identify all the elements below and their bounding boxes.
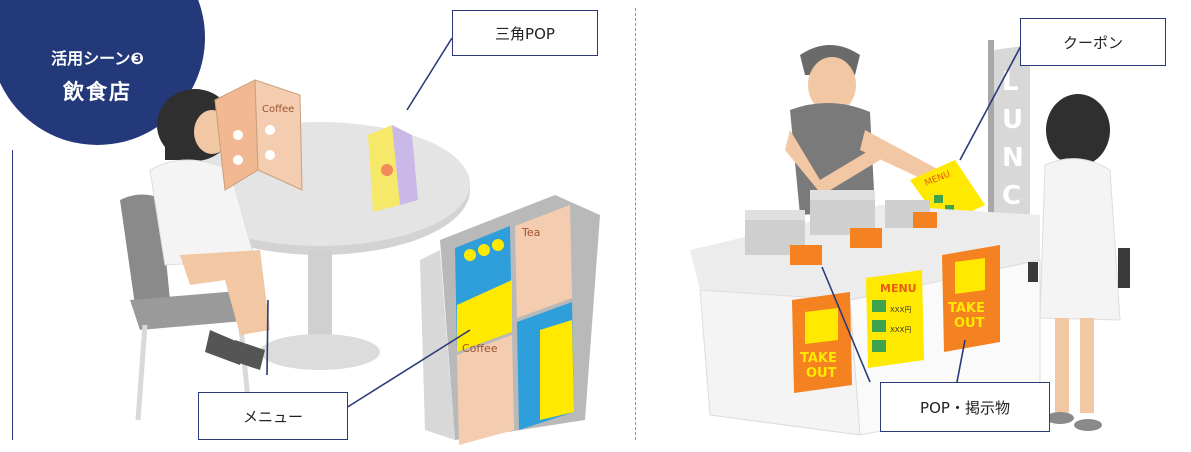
callout-triangle-pop: 三角POP [452,10,598,56]
menu-board-illustration: Tea Coffee [420,195,600,445]
poster-price-2: XXX円 [890,326,911,334]
leader-menu-hand [267,300,268,375]
takeout-poster-right: TAKE OUT [942,245,1000,352]
lunch-letter-u: U [1002,105,1023,135]
poster-price-1: XXX円 [890,306,911,314]
triangle-pop-illustration [368,125,418,212]
callout-pop-posters-label: POP・掲示物 [920,397,1010,418]
takeout-right-line2: OUT [954,316,985,331]
customer-illustration [1028,94,1130,431]
takeout-left-line2: OUT [806,366,837,381]
callout-menu-label: メニュー [243,406,303,427]
lunch-letter-n: N [1002,143,1024,173]
callout-triangle-pop-label: 三角POP [495,23,555,44]
takeout-poster-left: TAKE OUT [792,292,852,393]
board-tea-label: Tea [521,226,540,239]
takeout-left-line1: TAKE [800,351,837,366]
callout-coupon: クーポン [1020,18,1166,66]
poster-menu-label: MENU [880,282,917,295]
lunch-letter-c: C [1002,181,1021,211]
board-coffee-label: Coffee [462,342,498,355]
callout-coupon-label: クーポン [1063,32,1123,53]
lunch-letter-l: L [1002,67,1019,97]
takeout-right-line1: TAKE [948,301,985,316]
callout-menu: メニュー [198,392,348,440]
menu-poster: MENU XXX円 XXX円 [866,270,924,368]
menu-coffee-label: Coffee [262,104,294,115]
leader-triangle-pop [407,38,452,110]
callout-pop-posters: POP・掲示物 [880,382,1050,432]
